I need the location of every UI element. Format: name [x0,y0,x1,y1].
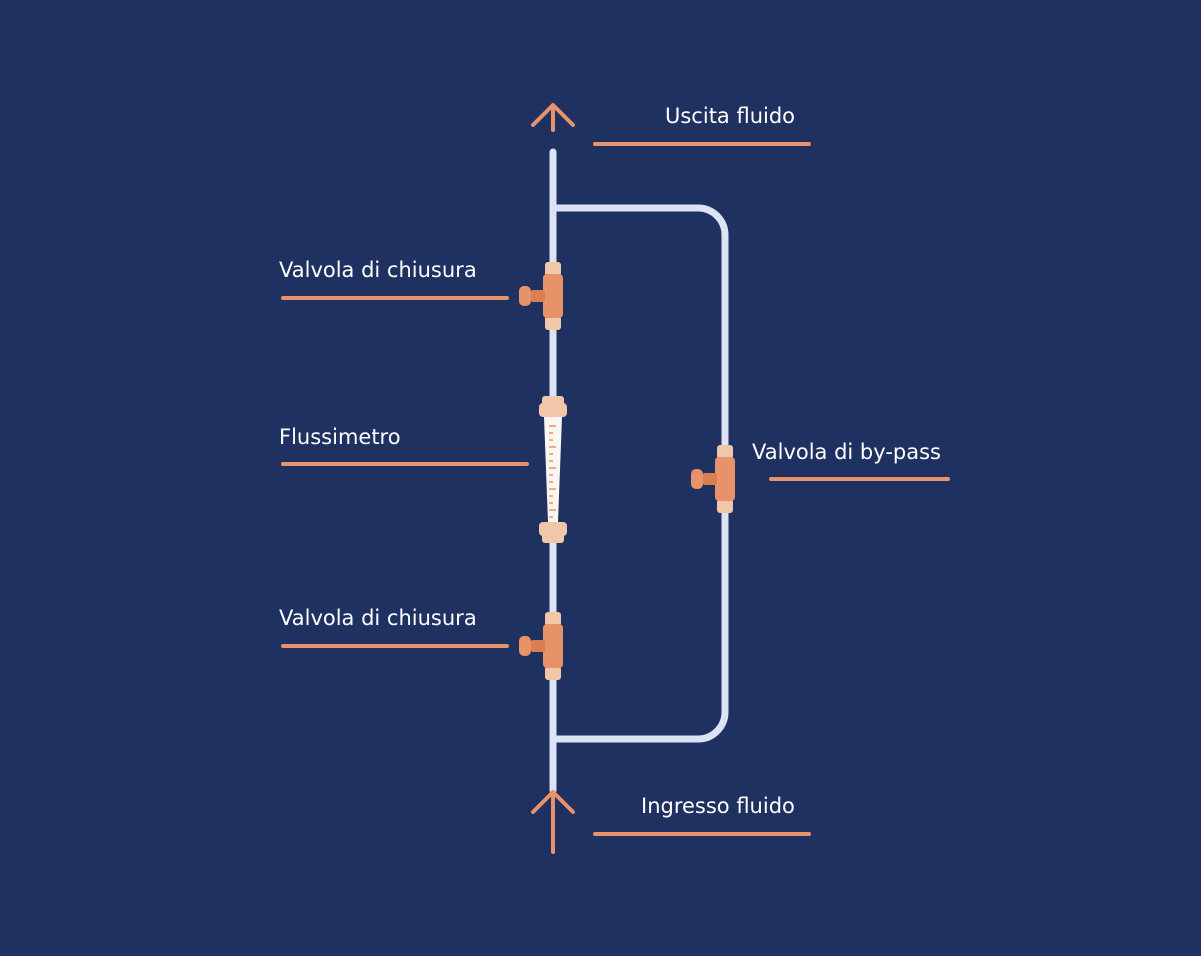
inlet-label: Ingresso fluido [641,794,795,818]
outlet-label: Uscita fluido [665,104,796,128]
bypass-valve-underline [769,477,950,481]
rotameter-icon [539,396,567,543]
gate-valve-icon [519,612,563,680]
inlet-underline [593,832,811,836]
gate-valve-icon [691,445,735,513]
bypass-valve-label: Valvola di by-pass [752,440,941,464]
flowmeter-underline [281,462,529,466]
shutoff-bottom-label: Valvola di chiusura [279,606,477,630]
flowmeter-label: Flussimetro [279,425,401,449]
shutoff-bottom-underline [281,644,509,648]
outlet-underline [593,142,811,146]
arrow-up-icon [531,103,575,132]
gate-valve-icon [519,262,563,330]
arrow-up-icon [531,790,575,854]
shutoff-top-underline [281,296,509,300]
shutoff-top-label: Valvola di chiusura [279,258,477,282]
